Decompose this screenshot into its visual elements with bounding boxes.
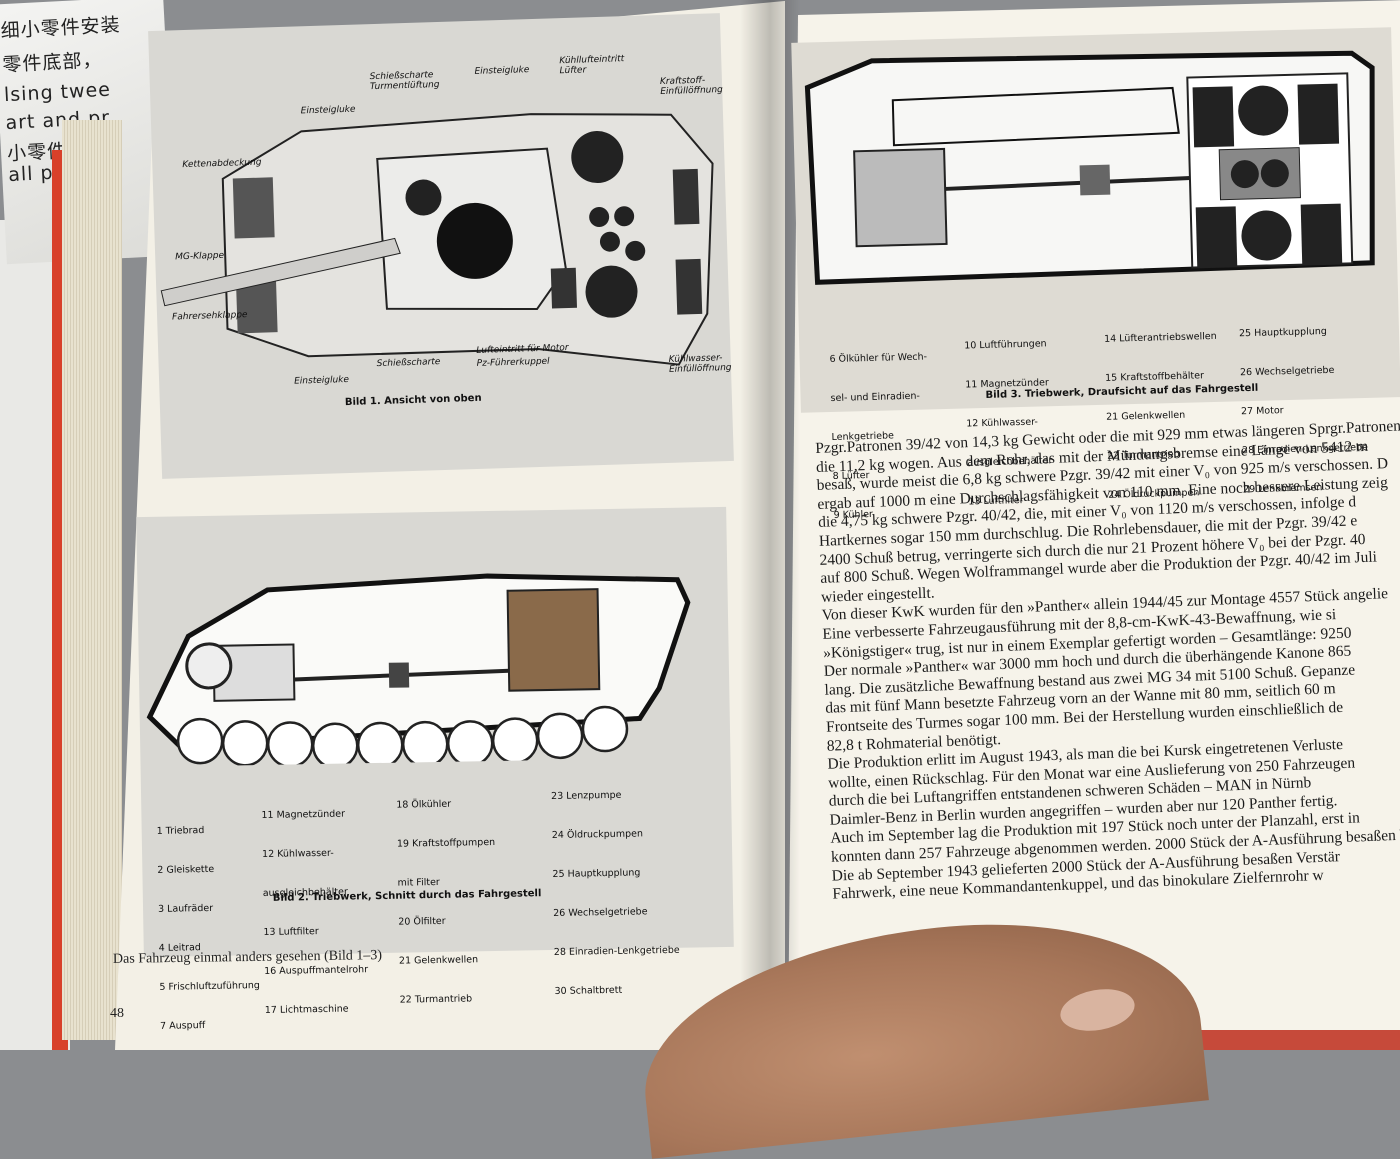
package-text-line: 细小零件安装	[0, 14, 122, 43]
figure-2-side-section: 1 Triebrad 2 Gleiskette 3 Laufräder 4 Le…	[136, 506, 734, 1032]
legend-item: 1 Triebrad	[156, 825, 205, 837]
figure-1-label: Schießscharte	[376, 357, 441, 370]
legend-item: sel- und Einradien-	[830, 390, 921, 405]
legend-item: 28 Einradien-Lenkgetriebe	[553, 944, 680, 958]
legend-item: 27 Motor	[1240, 405, 1284, 418]
legend-item: 7 Auspuff	[159, 1020, 206, 1032]
legend-item: 22 Turmantrieb	[399, 993, 473, 1006]
figure-2-legend-col4: 23 Lenzpumpe 24 Öldruckpumpen 25 Hauptku…	[551, 762, 681, 1024]
legend-item: 2 Gleiskette	[157, 863, 215, 876]
legend-item: 26 Wechselgetriebe	[553, 906, 648, 919]
legend-item: 12 Kühlwasser-	[966, 416, 1039, 430]
figure-2-legend-col3: 18 Ölkühler 19 Kraftstoffpumpen mit Filt…	[396, 771, 499, 1033]
legend-item: 5 Frischluftzuführung	[159, 980, 261, 993]
book-gutter	[740, 0, 800, 1050]
legend-item: 15 Kraftstoffbehälter	[1105, 370, 1205, 384]
figure-1-label: Schießscharte Turmentlüftung	[369, 70, 440, 93]
figure-1-label: MG-Klappe	[175, 250, 225, 263]
legend-item: 26 Wechselgetriebe	[1239, 364, 1335, 379]
figure-1-label: Einsteigluke	[300, 104, 356, 117]
page-number: 48	[110, 1006, 124, 1021]
legend-item: 30 Schaltbrett	[554, 984, 623, 997]
package-text-line: lsing twee	[3, 78, 112, 107]
figure-2-legend-col1: 1 Triebrad 2 Gleiskette 3 Laufräder 4 Le…	[156, 797, 261, 1059]
figure-2-legend-col2: 11 Magnetzünder 12 Kühlwasser- ausgleich…	[261, 781, 369, 1043]
figure-1-label: Einsteigluke	[294, 374, 350, 387]
page-edges	[62, 120, 122, 1040]
figure-1-label: Kraftstoff-Einfüllöffnung	[659, 75, 723, 98]
legend-item: 24 Öldruckpumpen	[551, 828, 644, 841]
legend-item: 3 Laufräder	[157, 902, 214, 915]
legend-item: 25 Hauptkupplung	[1238, 325, 1328, 340]
legend-item: 21 Gelenkwellen	[398, 954, 479, 967]
figure-3-chassis-top-view: 6 Ölkühler für Wech- sel- und Einradien-…	[791, 27, 1400, 521]
legend-item: 23 Lenzpumpe	[551, 789, 622, 802]
legend-item: 12 Kühlwasser-	[262, 847, 334, 861]
legend-item: 20 Ölfilter	[398, 915, 446, 928]
legend-item: 18 Ölkühler	[396, 798, 452, 811]
legend-item: 13 Luftfilter	[263, 926, 319, 939]
legend-item: 6 Ölkühler für Wech-	[829, 351, 928, 366]
tank-top-view-drawing	[160, 113, 714, 366]
figure-1-top-view: Einsteigluke Schießscharte Turmentlüftun…	[148, 13, 734, 479]
legend-item: 19 Kraftstoffpumpen	[396, 836, 496, 850]
legend-item: 21 Gelenkwellen	[1106, 409, 1186, 423]
figure-1-label: Kühllufteintritt Lüfter	[559, 54, 625, 77]
package-text-line: 零件底部，	[1, 49, 103, 77]
chassis-top-view-drawing	[804, 50, 1375, 285]
legend-item: 14 Lüfterantriebswellen	[1103, 330, 1217, 345]
legend-item: 10 Luftführungen	[964, 338, 1047, 352]
legend-item: 25 Hauptkupplung	[552, 867, 641, 880]
legend-item: 17 Lichtmaschine	[264, 1003, 349, 1017]
figure-1-label: Einsteigluke	[474, 65, 530, 77]
tank-side-section-drawing	[146, 573, 691, 769]
legend-item: 11 Magnetzünder	[261, 808, 346, 822]
body-text: Pzgr.Patronen 39/42 von 14,3 kg Gewicht …	[815, 417, 1400, 905]
legend-item: mit Filter	[397, 876, 440, 889]
figure-1-label: Kühlwasser-Einfüllöffnung	[668, 353, 732, 375]
